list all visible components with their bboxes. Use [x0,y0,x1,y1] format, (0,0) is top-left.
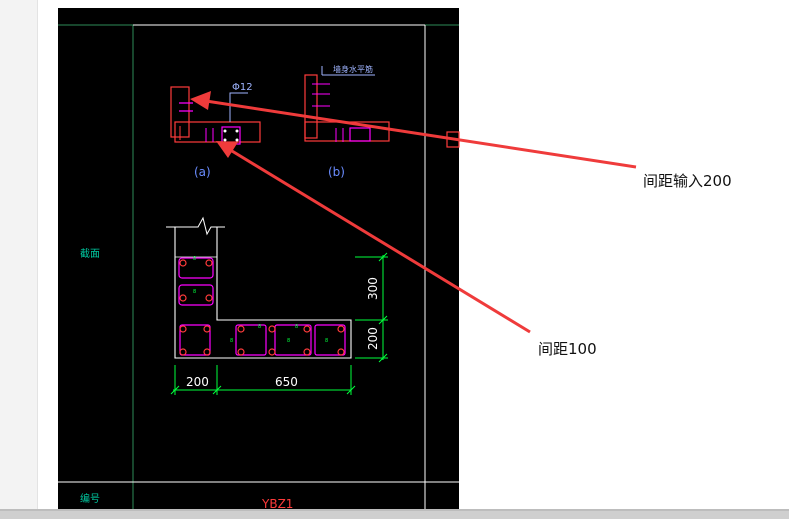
svg-text:8: 8 [295,324,298,330]
svg-text:8: 8 [193,256,196,262]
l-section: 8 8 8 8 8 8 8 [166,216,352,359]
id-label: 编号 [80,492,100,505]
svg-text:8: 8 [258,324,261,330]
dim-horizontal-left: 200 [186,375,209,389]
annotation-spacing-100: 间距100 [538,340,597,358]
cad-canvas [58,8,459,510]
detail-a-label: (a) [194,165,211,179]
annotation-arrows [190,91,637,334]
scrollbar-edge [0,509,789,511]
svg-text:8: 8 [193,289,196,295]
dim-vertical-lower: 200 [366,327,380,350]
rebar-label-wall-horizontal: 墙身水平筋 [333,64,373,74]
dim-vertical-upper: 300 [366,277,380,300]
detail-b-label: (b) [328,165,345,179]
horizontal-scrollbar[interactable] [0,509,789,519]
dim-horizontal-right: 650 [275,375,298,389]
svg-text:8: 8 [325,338,328,344]
dimension-lines [170,252,388,395]
svg-text:8: 8 [230,338,233,344]
detail-a [170,86,261,145]
left-panel-strip [0,0,37,519]
drawing-frame [58,24,459,510]
annotation-spacing-200: 间距输入200 [643,172,732,190]
left-panel-edge [37,0,38,519]
svg-text:8: 8 [287,338,290,344]
section-label: 截面 [80,247,100,260]
id-value: YBZ1 [261,497,293,511]
rebar-label-phi12: Φ12 [232,82,253,93]
